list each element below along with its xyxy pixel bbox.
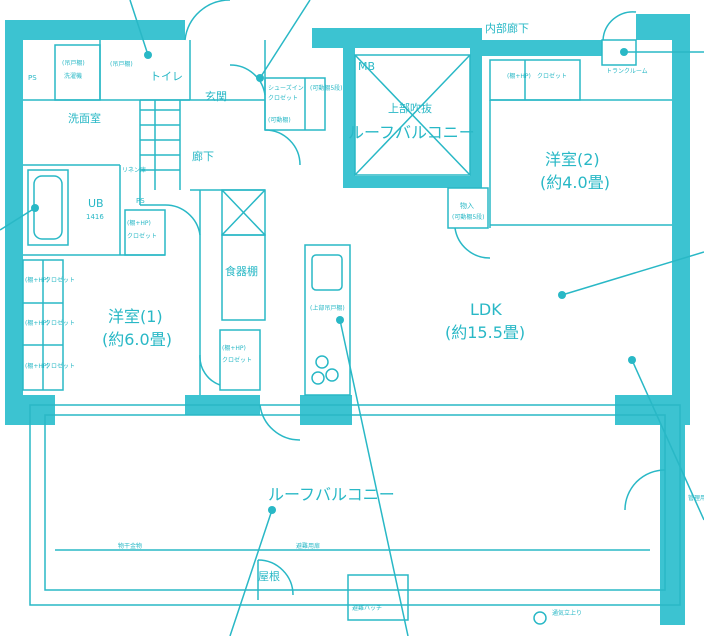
closet-r3: クロゼット xyxy=(45,362,75,370)
dish-cabinet-label: 食器棚 xyxy=(225,264,258,278)
western1-name: 洋室(1) xyxy=(108,307,163,326)
vent-label: 通気立上り xyxy=(552,609,582,617)
ldk-size: (約15.5畳) xyxy=(445,323,525,342)
closet-1-shelf: (棚+HP) xyxy=(222,344,246,352)
western2-name: 洋室(2) xyxy=(545,150,600,169)
storage-note-label: (可動棚5段) xyxy=(452,213,485,221)
closet-1: クロゼット xyxy=(222,356,252,364)
void-label: 上部吹抜 xyxy=(388,101,432,115)
shoes-closet-label: シューズイン xyxy=(268,84,304,92)
movable-shelf-label: (可動棚5段) xyxy=(310,84,343,92)
toilet-shelf-label: (吊戸棚) xyxy=(62,59,85,67)
closet-r1-shelf: (棚+HP) xyxy=(25,276,49,284)
interior-lines xyxy=(22,0,681,621)
room-labels: 内部廊下 MB トランクルーム PS (吊戸棚) 洗濯機 (吊戸棚) トイレ 玄… xyxy=(25,21,704,617)
outer-walls xyxy=(5,14,690,625)
ps-left-label: PS xyxy=(28,74,37,82)
trunk-room-label: トランクルーム xyxy=(606,68,648,75)
linen-label: リネン庫 xyxy=(122,166,146,174)
hallway-label: 廊下 xyxy=(192,149,214,163)
closet-r2-shelf: (棚+HP) xyxy=(25,319,49,327)
evac-hatch-label: 避難ハッチ xyxy=(352,604,382,612)
toilet-label: トイレ xyxy=(150,70,183,83)
roof-label: 屋根 xyxy=(258,569,280,583)
closet-a-label: クロゼット xyxy=(127,232,157,240)
ldk-name: LDK xyxy=(470,300,502,319)
leader-dots xyxy=(31,48,636,514)
entrance-label: 玄関 xyxy=(205,89,227,103)
ub-size-label: 1416 xyxy=(86,213,104,221)
corridor-label: 内部廊下 xyxy=(485,21,529,35)
western2-size: (約4.0畳) xyxy=(540,173,610,192)
evac-door-label: 避難用扉 xyxy=(296,542,320,550)
closet-b-shelf-label: (棚+HP) xyxy=(507,72,531,80)
closet-r2: クロゼット xyxy=(45,319,75,327)
vent-icon xyxy=(533,611,547,625)
ub-label: UB xyxy=(88,197,104,210)
storage-label: 物入 xyxy=(460,201,474,210)
washer-label: 洗濯機 xyxy=(64,72,82,80)
closet-b-label: クロゼット xyxy=(537,72,567,80)
washroom-label: 洗面室 xyxy=(68,111,101,125)
roof-balcony-top-label: ルーフバルコニー xyxy=(348,123,475,142)
drying-rod-label: 物干金物 xyxy=(118,542,142,550)
kitchen-cabinet-label: (上部吊戸棚) xyxy=(310,304,345,312)
shoes-closet2-label: クロゼット xyxy=(268,94,298,102)
closet-r1: クロゼット xyxy=(45,276,75,284)
closet-r3-shelf: (棚+HP) xyxy=(25,362,49,370)
roof-balcony-label: ルーフバルコニー xyxy=(268,485,395,504)
pipe-space-label: 管理用扉 xyxy=(688,494,704,502)
western1-size: (約6.0畳) xyxy=(102,330,172,349)
toilet-cabinet-label: (吊戸棚) xyxy=(110,60,133,68)
closet-a-shelf-label: (棚+HP) xyxy=(127,219,151,227)
mb-label: MB xyxy=(358,60,375,73)
ps-bath-label: PS xyxy=(136,197,145,205)
movable-shelf2-label: (可動棚) xyxy=(268,116,291,124)
